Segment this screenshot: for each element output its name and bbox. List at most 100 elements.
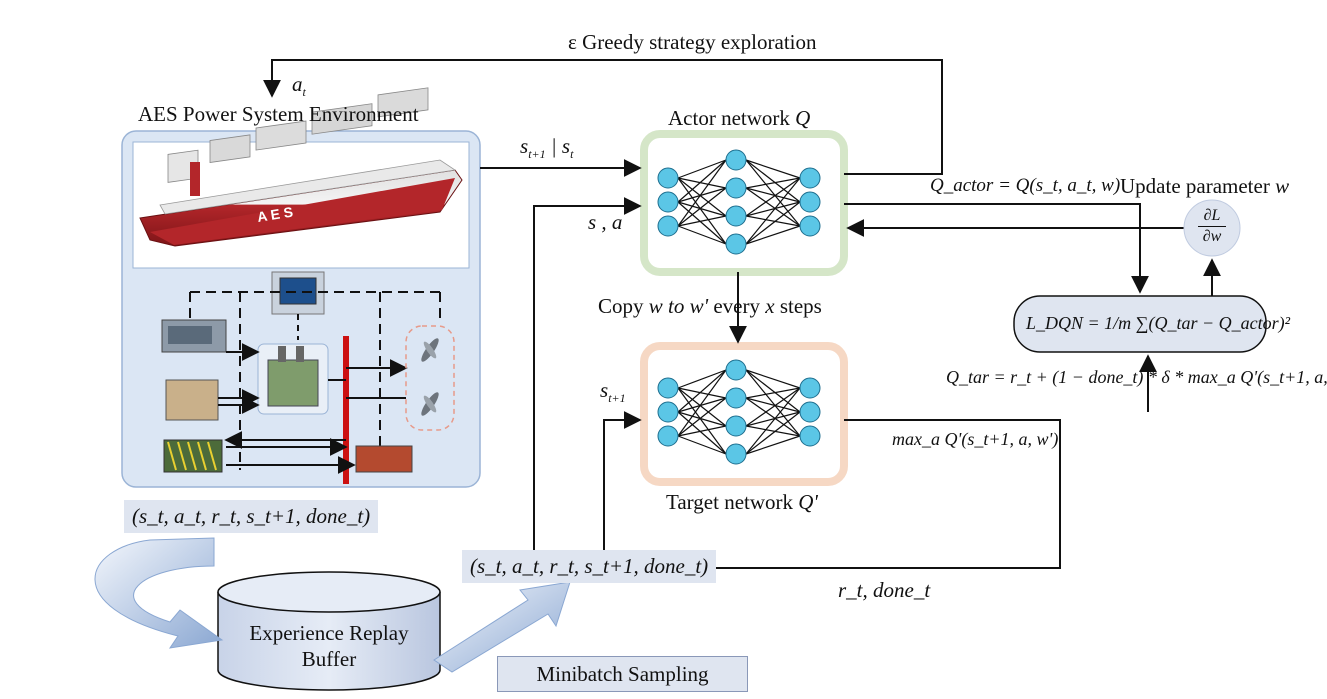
network-edge [677, 435, 727, 455]
network-edge [745, 369, 801, 437]
propeller-icon-1 [421, 338, 439, 362]
network-edge [745, 369, 801, 413]
generator-icon-2 [165, 379, 219, 421]
tuple-minibatch: (s_t, a_t, r_t, s_t+1, done_t) [462, 550, 717, 583]
network-edge [745, 201, 801, 245]
neuron [657, 167, 679, 189]
neuron [725, 205, 747, 227]
network-edge [677, 369, 727, 413]
neuron [657, 425, 679, 447]
network-edge [745, 187, 801, 203]
greedy-loop-line [263, 59, 943, 175]
network-edge [677, 397, 727, 413]
r-done-label: r_t, done_t [838, 578, 931, 602]
network-edge [677, 159, 727, 227]
neuron [657, 377, 679, 399]
copy-label: Copy w to w' every x steps [598, 294, 822, 318]
network-edge [745, 177, 801, 217]
loss-box [1013, 295, 1267, 353]
network-edge [745, 159, 801, 227]
network-edge [677, 369, 727, 437]
propeller-group [405, 325, 455, 431]
network-edge [745, 177, 801, 189]
network-edge [677, 215, 727, 227]
q-tar-label: Q_tar = r_t + (1 − done_t) * δ * max_a Q… [946, 367, 1327, 387]
minibatch-arrow [433, 581, 571, 673]
update-label: Update parameter w [1120, 174, 1290, 198]
network-edge [677, 411, 727, 427]
neuron [799, 167, 821, 189]
neuron [799, 377, 821, 399]
grad-label: ∂L ∂w [1198, 208, 1226, 245]
neuron [725, 149, 747, 171]
network-edge [677, 387, 727, 455]
network-edge [677, 177, 727, 217]
network-edge [745, 177, 801, 245]
neuron [725, 359, 747, 381]
network-edge [677, 177, 727, 189]
network-edge [677, 369, 727, 389]
network-edge [745, 159, 801, 179]
target-title: Target network Q' [666, 490, 818, 514]
network-edge [745, 425, 801, 437]
network-edge [745, 225, 801, 245]
state-label: st+1 | st [520, 134, 574, 162]
network-edge [745, 397, 801, 413]
sa-to-actor-arrow [533, 197, 642, 560]
actor-network-graph [657, 149, 821, 255]
greedy-label: ε Greedy strategy exploration [568, 30, 817, 54]
gradient-bubble [1183, 199, 1241, 257]
neuron [725, 387, 747, 409]
network-edge [745, 387, 801, 455]
ship-lettering: A E S [256, 204, 294, 225]
network-edge [677, 387, 727, 427]
neuron [725, 443, 747, 465]
network-edge [745, 397, 801, 437]
motor-icon [355, 445, 413, 473]
network-edge [677, 225, 727, 245]
network-edge [745, 387, 801, 399]
neuron [799, 401, 821, 423]
network-edge [677, 187, 727, 203]
neuron [657, 191, 679, 213]
network-edge [745, 369, 801, 389]
network-edge [745, 411, 801, 455]
neuron [799, 191, 821, 213]
propeller-icon-2 [421, 392, 439, 416]
network-edge [745, 215, 801, 227]
q-actor-label: Q_actor = Q(s_t, a_t, w) [930, 175, 1121, 196]
tuple-top: (s_t, a_t, r_t, s_t+1, done_t) [124, 500, 379, 533]
network-edge [677, 187, 727, 227]
network-edge [677, 201, 727, 217]
curved-store-arrow [94, 537, 224, 649]
actor-title: Actor network Q [668, 106, 811, 130]
neuron [657, 401, 679, 423]
buffer-label: Experience Replay Buffer [249, 621, 409, 672]
neuron [725, 177, 747, 199]
qactor-to-loss-arrow [844, 203, 1149, 294]
network-edge [745, 201, 801, 217]
minibatch-label: Minibatch Sampling [497, 656, 748, 692]
neuron [725, 415, 747, 437]
target-to-qtar-arrow [660, 419, 1061, 569]
target-network-graph [657, 359, 821, 465]
ship-illustration: A E S [139, 87, 463, 247]
network-edge [745, 387, 801, 427]
network-edge [745, 187, 801, 227]
replay-buffer-cylinder [217, 571, 441, 691]
network-edge [677, 387, 727, 399]
s-next-label: st+1 [600, 378, 626, 406]
network-edge [745, 159, 801, 203]
neuron [799, 215, 821, 237]
action-label: at [292, 72, 306, 100]
network-edge [677, 397, 727, 437]
network-edge [745, 411, 801, 427]
env-title: AES Power System Environment [138, 102, 419, 126]
neuron [657, 215, 679, 237]
network-edge [677, 201, 727, 245]
sa-label: s , a [588, 210, 623, 234]
snext-to-target-arrow [603, 411, 642, 560]
max-q-label: max_a Q'(s_t+1, a, w') [892, 429, 1059, 449]
network-edge [677, 177, 727, 245]
